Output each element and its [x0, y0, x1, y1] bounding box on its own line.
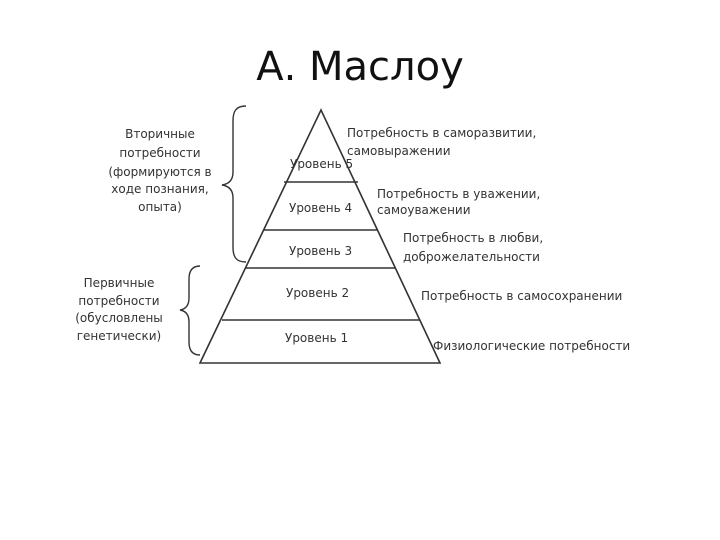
secondary-needs-line-1: Вторичные	[125, 127, 195, 141]
secondary-needs-label: Вторичные потребности (формируются в ход…	[108, 127, 211, 214]
primary-needs-line-4: генетически)	[77, 329, 162, 343]
level-2-label: Уровень 2	[286, 286, 349, 300]
level-2-need-line-1: Потребность в самосохранении	[421, 289, 622, 303]
level-3-need-line-2: доброжелательности	[403, 250, 540, 264]
level-4-label: Уровень 4	[289, 201, 352, 215]
primary-needs-brace	[179, 265, 201, 356]
primary-needs-label: Первичные потребности (обусловлены генет…	[75, 276, 163, 343]
level-5-need-line-2: самовыражении	[347, 144, 451, 158]
level-1-label: Уровень 1	[285, 331, 348, 345]
pyramid-outline	[198, 108, 442, 364]
primary-needs-line-3: (обусловлены	[75, 311, 163, 325]
level-5-label: Уровень 5	[290, 157, 353, 171]
page-title: А. Маслоу	[256, 44, 464, 90]
primary-needs-line-2: потребности	[78, 294, 159, 308]
level-4-need-line-2: самоуважении	[377, 203, 471, 217]
secondary-needs-brace	[221, 105, 247, 263]
level-5-need-line-1: Потребность в саморазвитии,	[347, 126, 536, 140]
primary-needs-line-1: Первичные	[84, 276, 155, 290]
level-3-need-line-1: Потребность в любви,	[403, 231, 543, 245]
secondary-needs-line-3: (формируются в	[108, 165, 211, 179]
level-3-label: Уровень 3	[289, 244, 352, 258]
level-1-need-line-1: Физиологические потребности	[433, 339, 630, 353]
secondary-needs-line-2: потребности	[119, 146, 200, 160]
secondary-needs-line-5: опыта)	[138, 200, 182, 214]
secondary-needs-line-4: ходе познания,	[111, 182, 208, 196]
level-4-need-line-1: Потребность в уважении,	[377, 187, 540, 201]
